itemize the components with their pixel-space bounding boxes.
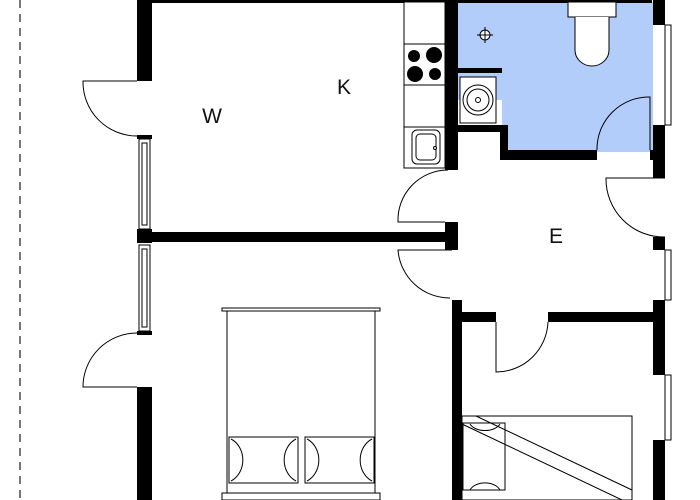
door-swing (596, 96, 651, 151)
walls (137, 0, 665, 500)
bathroom-fixtures (459, 1, 617, 124)
bathroom-floor-lower (502, 98, 653, 152)
double-bed (221, 307, 381, 500)
stove-burners (407, 47, 442, 82)
door-swing (397, 169, 449, 223)
room-label-kitchen: K (337, 76, 351, 99)
kitchen-counter (403, 1, 446, 169)
door-swing (397, 249, 452, 299)
toilet-bowl (574, 17, 610, 67)
room-label-entrance: E (549, 225, 563, 248)
room-label-living: W (202, 105, 222, 128)
windows (138, 24, 672, 441)
window (664, 249, 672, 301)
door-swing (82, 332, 138, 388)
doors (82, 80, 666, 388)
toilet-tank (567, 1, 617, 18)
window (664, 24, 672, 126)
window (664, 374, 672, 441)
single-bed (461, 415, 633, 500)
door-swing (495, 321, 549, 373)
door-swing (82, 80, 138, 137)
door-swing (605, 177, 666, 238)
